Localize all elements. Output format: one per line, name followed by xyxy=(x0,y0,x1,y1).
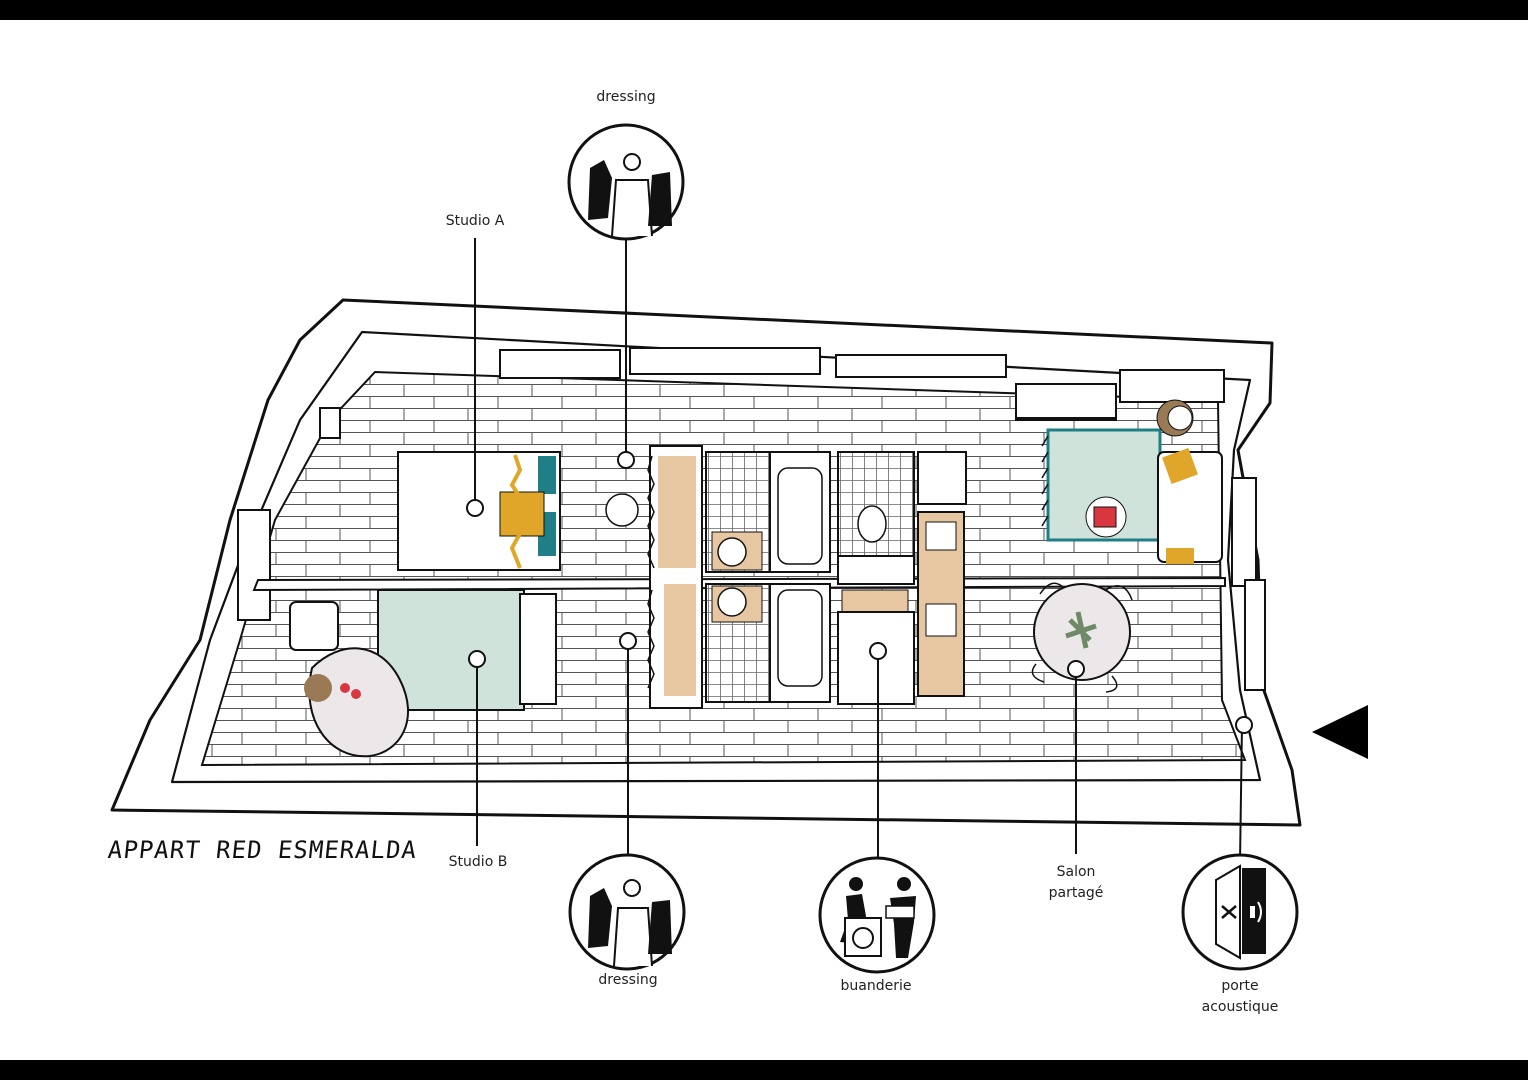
label-salon: Salon partagé xyxy=(1048,864,1104,901)
top-bar xyxy=(0,0,1528,20)
label-porte: porte acoustique xyxy=(1201,978,1279,1015)
acoustic-door-icon xyxy=(1181,853,1299,971)
callout-dots xyxy=(466,451,1253,734)
dressing-icon xyxy=(567,123,685,241)
bottom-bar xyxy=(0,1060,1528,1080)
laundry-icon xyxy=(818,856,936,974)
entrance-arrow-icon xyxy=(1312,705,1368,759)
dressing-icon xyxy=(568,853,686,971)
laundry-kitchen xyxy=(837,451,967,705)
label-dressing-bottom: dressing xyxy=(598,972,658,988)
plan-title: APPART RED ESMERALDA xyxy=(106,836,419,864)
bed-studio-b xyxy=(289,589,557,758)
bathrooms xyxy=(705,451,831,703)
dressing-furniture xyxy=(605,445,703,709)
callout-lines xyxy=(474,238,1243,863)
label-buanderie: buanderie xyxy=(840,978,912,994)
label-studio-a: Studio A xyxy=(445,213,505,229)
label-dressing-top: dressing xyxy=(596,89,656,105)
salon-furniture xyxy=(1015,383,1223,693)
label-studio-b: Studio B xyxy=(448,854,508,870)
